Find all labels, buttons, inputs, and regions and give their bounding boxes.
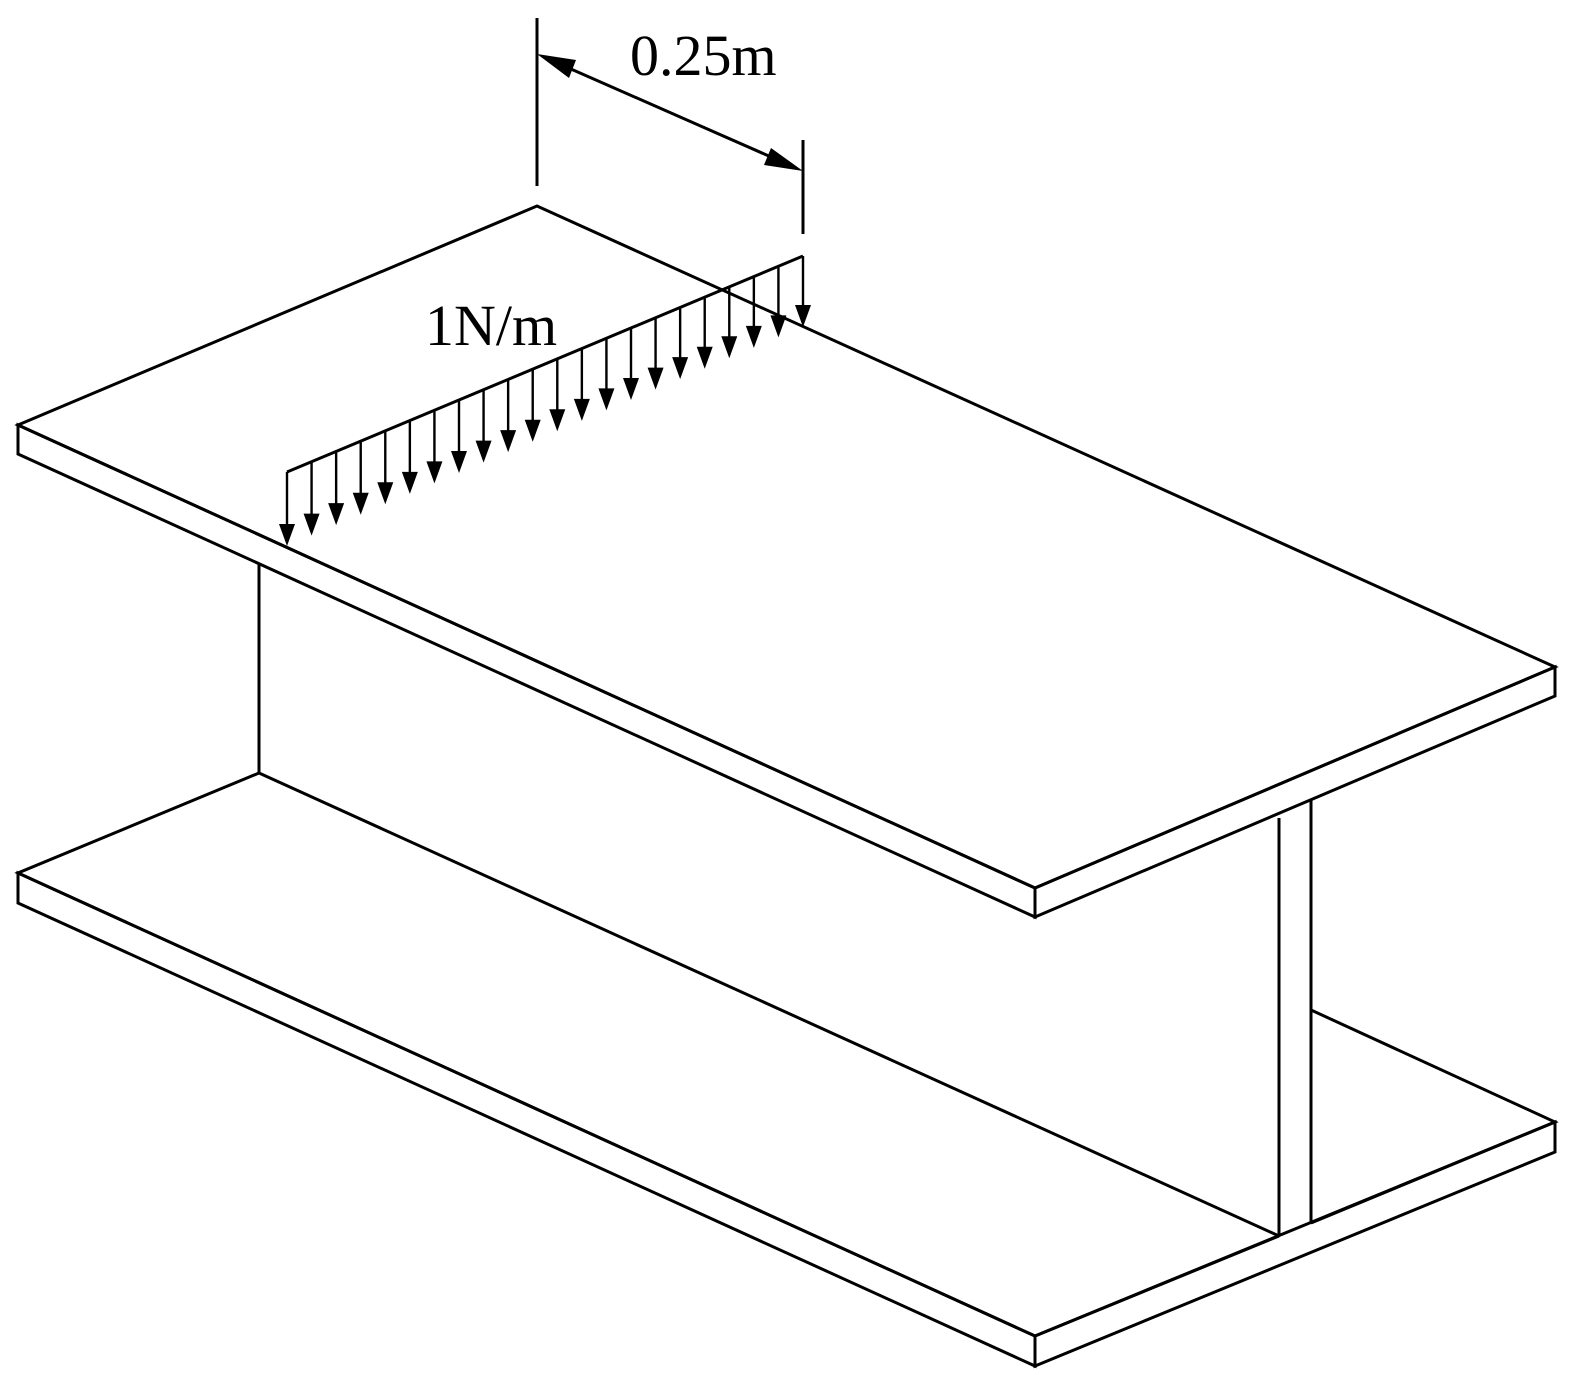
load-arrowhead	[573, 398, 590, 421]
web-bottom-edge	[258, 771, 1280, 1238]
load-arrowhead	[401, 471, 418, 494]
web	[257, 564, 1313, 1238]
dimension-arrowhead-left	[537, 54, 576, 78]
load-arrowhead	[672, 357, 689, 380]
bottom-flange-end-face	[1033, 1119, 1557, 1369]
top-flange-top-face	[14, 204, 1559, 890]
load-arrowhead	[623, 378, 639, 400]
bottom-flange-front-face	[16, 870, 1037, 1369]
dimension-label: 0.25m	[630, 23, 777, 88]
load-arrowhead	[696, 346, 713, 369]
load-arrowhead	[770, 315, 787, 338]
load-arrowhead	[377, 482, 394, 505]
bottom-flange-top-left	[14, 771, 1280, 1338]
load-arrowhead	[549, 409, 566, 432]
load-arrowhead	[352, 492, 369, 515]
distributed-load: 1N/m	[279, 254, 811, 546]
top-flange-end-face	[1033, 664, 1557, 920]
load-arrowhead	[524, 419, 541, 442]
load-arrowhead	[598, 388, 615, 411]
load-arrowhead	[451, 451, 467, 473]
load-top-line	[286, 254, 804, 474]
top-flange	[14, 204, 1559, 920]
load-arrowhead	[647, 367, 664, 390]
bottom-flange-top-right	[1310, 1008, 1559, 1225]
load-arrowhead	[279, 524, 295, 546]
top-flange-front-face	[16, 422, 1037, 920]
load-arrowhead	[745, 325, 762, 348]
bottom-flange	[14, 771, 1559, 1369]
load-arrowhead	[500, 430, 517, 453]
load-arrowhead	[426, 461, 443, 484]
dimension-line	[554, 60, 788, 166]
load-label: 1N/m	[425, 293, 557, 358]
load-arrowhead	[328, 503, 345, 526]
load-arrowhead	[475, 440, 492, 463]
load-arrowhead	[795, 305, 811, 327]
dimension-annotation: 0.25m	[535, 18, 805, 234]
load-arrowhead	[303, 513, 320, 536]
load-arrows	[279, 256, 811, 546]
dimension-arrowhead-right	[764, 148, 803, 171]
load-arrowhead	[721, 336, 738, 359]
